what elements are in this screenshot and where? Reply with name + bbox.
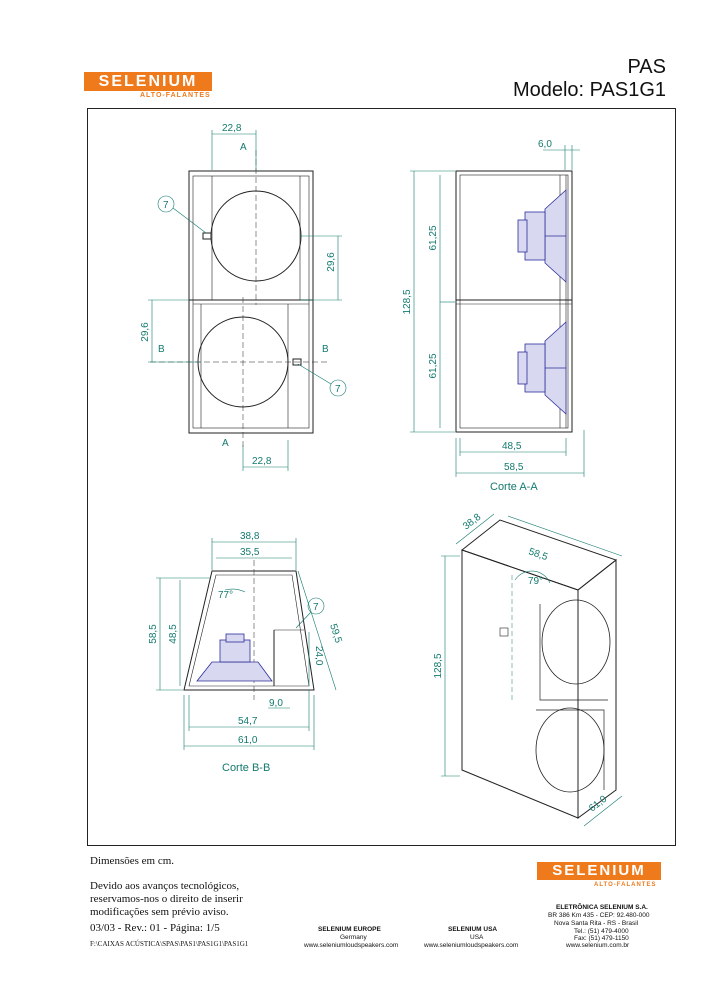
dim-front-bottom: 22,8	[252, 456, 272, 467]
disclaimer-line-1: Devido aos avanços tecnológicos,	[90, 880, 240, 892]
europe-country: Germany	[340, 934, 367, 941]
disclaimer-line-3: modificações sem prévio aviso.	[90, 906, 229, 918]
address-line-2: Nova Santa Rita - RS - Brasil	[554, 920, 639, 927]
dim-bb-top-inner: 35,5	[240, 547, 260, 558]
europe-title: SELENIUM EUROPE	[318, 926, 381, 933]
disclaimer-line-2: reservamos-nos o direito de inserir	[90, 893, 243, 905]
dim-bb-bottom-outer: 61,0	[238, 735, 258, 746]
selenium-logo: SELENIUM	[84, 72, 212, 91]
dim-port-left: 29,6	[140, 322, 151, 342]
dim-aa-top: 6,0	[538, 139, 552, 150]
driver-bottom	[517, 321, 567, 415]
file-path: F:\CAIXAS ACÚSTICA\SPAS\PAS1\PAS1G1\PAS1…	[90, 940, 249, 948]
dim-aa-inner: 48,5	[502, 441, 522, 452]
revision-info: 03/03 - Rev.: 01 - Página: 1/5	[90, 922, 220, 934]
fax: Fax: (51) 479-1150	[574, 935, 629, 942]
callout-front-1: 7	[163, 200, 169, 211]
dim-bb-angle: 77°	[218, 590, 233, 601]
dim-iso-height: 128,5	[433, 653, 444, 678]
title-section-aa: Corte A-A	[490, 481, 538, 493]
section-b-left: B	[158, 344, 165, 355]
dim-bb-top-outer: 38,8	[240, 531, 260, 542]
driver-top	[517, 189, 567, 283]
iso-view	[460, 519, 618, 819]
callout-bb: 7	[313, 602, 319, 613]
driver-bb	[196, 633, 273, 682]
dim-bb-port: 24,0	[313, 646, 324, 666]
title-section-bb: Corte B-B	[222, 762, 270, 774]
dim-aa-half-bottom: 61,25	[428, 353, 439, 378]
product-name: PAS	[627, 56, 666, 78]
usa-title: SELENIUM USA	[448, 926, 498, 933]
dim-iso-angle: 79°	[528, 576, 543, 587]
dim-bb-diag: 59,5	[327, 623, 344, 645]
model-title: Modelo: PAS1G1	[512, 79, 666, 101]
dim-bb-port-w: 9,0	[269, 698, 283, 709]
drawing-frame	[87, 108, 676, 846]
dim-bb-bottom-inner: 54,7	[238, 716, 258, 727]
dim-iso-top: 38,8	[461, 511, 483, 532]
dim-bb-side-inner: 48,5	[168, 624, 179, 644]
dim-iso-depth: 58,5	[527, 546, 549, 563]
europe-web: www.seleniumloudspeakers.com	[304, 942, 399, 949]
company-name: ELETRÔNICA SELENIUM S.A.	[556, 904, 648, 911]
phone: Tel.: (51) 479-4000	[574, 928, 629, 935]
dim-aa-outer: 58,5	[504, 462, 524, 473]
usa-country: USA	[470, 934, 484, 941]
section-a-bottom: A	[222, 438, 229, 449]
footer-logo-subtitle: ALTO-FALANTES	[594, 882, 657, 888]
logo-subtitle: ALTO-FALANTES	[140, 92, 211, 99]
address-line-1: BR 386 Km 435 - CEP: 92.480-000	[548, 912, 650, 919]
usa-web: www.seleniumloudspeakers.com	[424, 942, 519, 949]
units-note: Dimensões em cm.	[90, 855, 175, 867]
footer-selenium-logo: SELENIUM	[537, 862, 661, 880]
section-b-right: B	[322, 344, 329, 355]
callout-front-2: 7	[335, 384, 341, 395]
dim-port-top: 29,6	[326, 252, 337, 272]
section-a-top: A	[240, 142, 247, 153]
company-web: www.selenium.com.br	[566, 942, 630, 949]
dim-aa-half-top: 61,25	[428, 225, 439, 250]
dim-aa-height: 128,5	[402, 289, 413, 314]
dim-bb-side-outer: 58,5	[148, 624, 159, 644]
dim-front-top: 22,8	[222, 123, 242, 134]
dim-iso-bottom: 61,0	[587, 793, 609, 814]
